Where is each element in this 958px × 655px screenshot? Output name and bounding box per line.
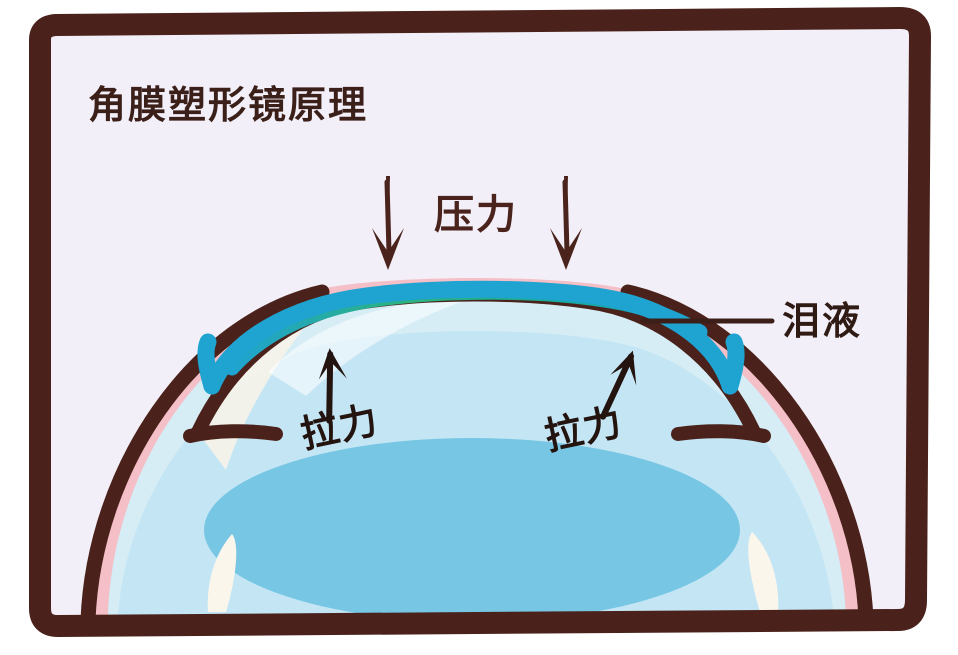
limbus-branch-right: [671, 424, 771, 443]
pressure-label: 压力: [434, 192, 518, 238]
arrow-up-icon-left: [318, 348, 347, 424]
page-title: 角膜塑形镜原理: [88, 83, 368, 127]
arrow-up-icon-right: [600, 350, 637, 420]
limbus-branch-left: [183, 424, 283, 443]
highlight-streak-right: [748, 532, 779, 612]
tear-fluid-label: 泪液: [782, 299, 862, 343]
crystalline-lens: [204, 438, 740, 622]
arrow-down-icon-right: [550, 176, 582, 270]
lens-skirt-left: [197, 333, 221, 395]
sclera-outline-left: [80, 284, 330, 628]
corneal-sheen: [268, 298, 472, 396]
orthokeratology-lens: [203, 280, 739, 395]
arrow-down-icon-left: [372, 176, 404, 270]
highlight-streak-left: [207, 534, 237, 612]
sclera-outline-right: [620, 284, 874, 628]
lens-skirt-right: [721, 333, 745, 395]
poster-frame-border: [29, 7, 931, 637]
